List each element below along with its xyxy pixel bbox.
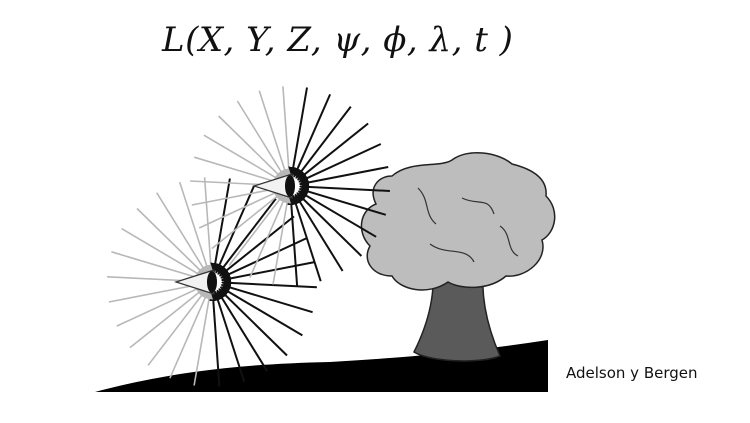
- light-ray: [217, 198, 277, 275]
- light-ray: [294, 193, 344, 272]
- light-ray: [216, 289, 269, 372]
- light-ray: [220, 261, 316, 284]
- light-ray: [169, 290, 209, 379]
- light-ray: [208, 291, 221, 387]
- light-ray: [210, 178, 231, 274]
- light-ray: [221, 277, 317, 289]
- plenoptic-function-formula: L(X, Y, Z, ψ, ϕ, λ, t ): [162, 20, 514, 60]
- light-ray: [191, 185, 281, 206]
- light-ray: [298, 186, 387, 216]
- light-ray: [297, 190, 377, 238]
- light-ray: [156, 192, 208, 275]
- light-ray: [288, 87, 308, 178]
- light-ray: [220, 236, 308, 279]
- light-ray: [129, 287, 205, 349]
- light-ray: [219, 286, 303, 337]
- ground-hill: [95, 340, 548, 392]
- light-ray: [219, 215, 295, 277]
- light-ray: [293, 93, 332, 178]
- light-ray: [218, 288, 288, 357]
- light-ray: [291, 194, 322, 282]
- light-ray: [147, 289, 207, 366]
- tree-foliage: [360, 152, 556, 291]
- credit-label: Adelson y Bergen: [566, 364, 698, 382]
- light-ray: [193, 156, 282, 185]
- light-ray: [282, 86, 293, 177]
- eye-pupil: [285, 175, 295, 197]
- light-ray: [258, 90, 289, 178]
- light-ray: [108, 281, 203, 303]
- light-ray: [298, 166, 389, 188]
- eye-pupil: [207, 271, 217, 293]
- light-ray: [296, 192, 363, 257]
- light-ray: [198, 189, 282, 229]
- foliage-detail: [417, 187, 519, 263]
- light-ray: [178, 181, 211, 274]
- light-ray: [116, 285, 204, 327]
- light-ray: [249, 194, 287, 278]
- light-ray: [203, 134, 283, 182]
- light-ray: [236, 100, 286, 179]
- light-ray: [298, 143, 382, 183]
- light-ray: [299, 181, 390, 192]
- light-ray: [286, 195, 299, 286]
- light-ray: [228, 193, 285, 266]
- light-ray: [136, 207, 206, 276]
- light-ray: [297, 122, 369, 181]
- light-ray: [218, 115, 284, 180]
- light-ray: [121, 227, 205, 278]
- light-ray: [272, 195, 292, 285]
- light-ray: [220, 282, 313, 314]
- light-ray: [211, 191, 283, 250]
- light-ray: [213, 290, 246, 383]
- light-ray: [111, 251, 204, 281]
- light-ray: [193, 291, 214, 386]
- light-ray: [295, 105, 352, 179]
